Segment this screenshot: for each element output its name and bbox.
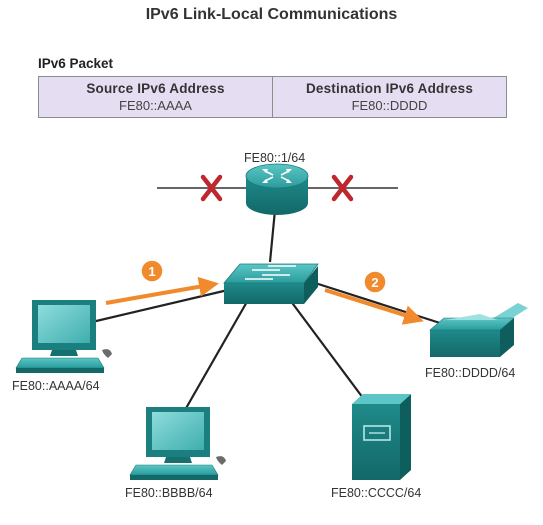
step-1-badge: 1 [140,259,164,283]
link-switch-pc-b [184,299,249,411]
blocked-x-right [331,174,354,202]
source-address-cell: Source IPv6 Address FE80::AAAA [39,77,272,117]
diagram-title: IPv6 Link-Local Communications [145,6,398,23]
pc-a-icon [15,300,112,373]
step-1-number: 1 [148,264,155,279]
destination-address-header: Destination IPv6 Address [305,81,474,96]
router-icon [245,163,309,215]
link-router-switch [268,209,277,263]
arrow-step-2 [324,288,424,325]
packet-table: Source IPv6 Address FE80::AAAA Destinati… [38,76,507,118]
router-address-label: FE80::1/64 [244,151,306,165]
pc-a-address-label: FE80::AAAA/64 [12,379,100,393]
printer-address-label: FE80::DDDD/64 [425,366,516,380]
pc-b-address-label: FE80::BBBB/64 [125,486,213,500]
switch-icon [223,263,319,304]
source-address-header: Source IPv6 Address [86,81,225,96]
pc-b-icon [129,407,226,480]
arrow-step-1 [105,276,219,305]
printer-icon [429,303,528,357]
step-2-number: 2 [371,275,378,290]
packet-label: IPv6 Packet [38,56,114,71]
link-switch-server [289,299,367,403]
step-2-badge: 2 [363,270,387,294]
source-address-value: FE80::AAAA [119,98,192,113]
destination-address-cell: Destination IPv6 Address FE80::DDDD [272,77,506,117]
destination-address-value: FE80::DDDD [351,98,428,113]
server-address-label: FE80::CCCC/64 [331,486,422,500]
blocked-x-left [200,174,223,202]
server-icon [352,394,411,480]
